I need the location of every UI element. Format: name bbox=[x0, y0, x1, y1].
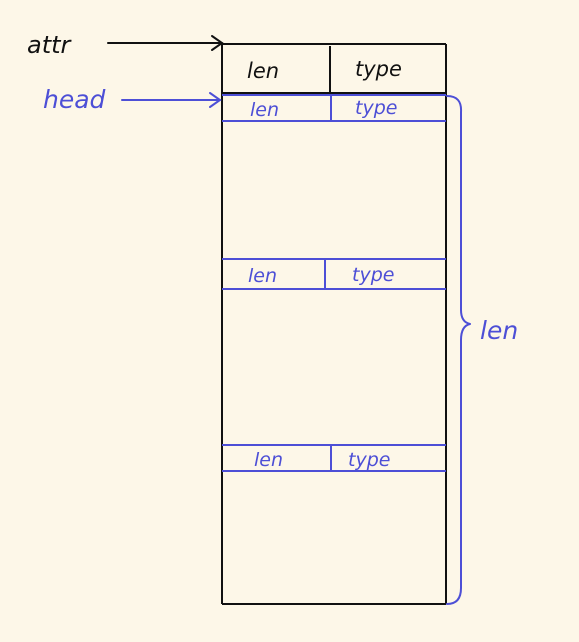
head-arrow bbox=[121, 92, 222, 108]
outer-block bbox=[221, 43, 447, 605]
sub-header-3 bbox=[222, 444, 446, 472]
top-header-len: len bbox=[247, 59, 279, 83]
attr-label: attr bbox=[27, 31, 73, 59]
sub-header-1 bbox=[222, 94, 446, 122]
brace-len-label: len bbox=[480, 316, 518, 345]
sub-header-2-type: type bbox=[352, 264, 394, 286]
head-label: head bbox=[43, 85, 106, 114]
sub-header-3-type: type bbox=[348, 449, 390, 471]
sub-header-2-len: len bbox=[248, 265, 277, 287]
sub-header-2 bbox=[222, 258, 446, 290]
sub-header-1-len: len bbox=[250, 99, 279, 121]
sub-header-1-type: type bbox=[355, 97, 397, 119]
sub-header-3-len: len bbox=[254, 449, 283, 471]
right-brace bbox=[446, 95, 471, 605]
attr-arrow bbox=[107, 35, 224, 51]
top-header-type: type bbox=[355, 57, 402, 81]
